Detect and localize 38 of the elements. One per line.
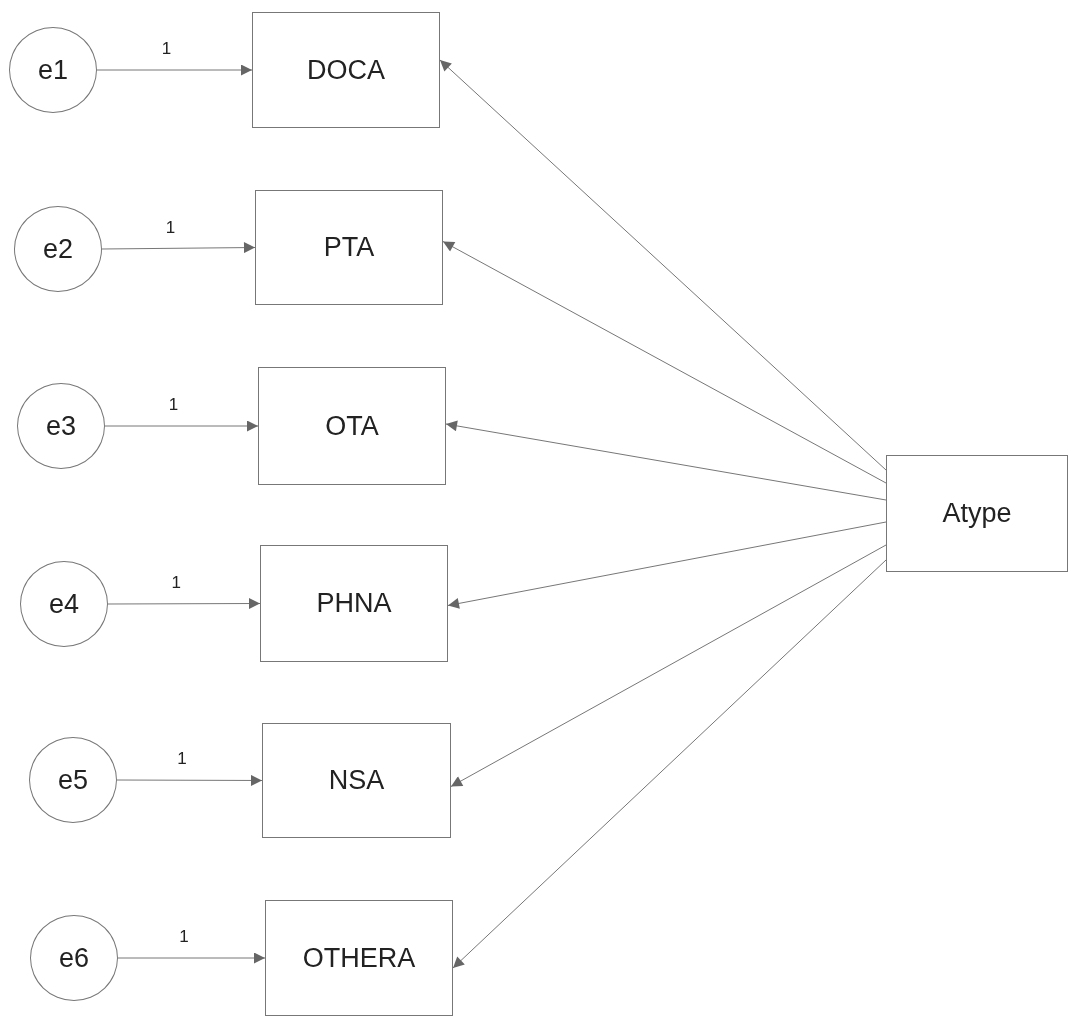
variable-name: e6 — [58, 942, 89, 974]
variable-name: e4 — [48, 588, 79, 620]
arrow — [439, 59, 887, 471]
arrow — [116, 774, 263, 786]
arrow — [101, 242, 256, 254]
variable-name: OTHERA — [302, 942, 416, 974]
edge-label: 1 — [168, 396, 179, 413]
arrow — [452, 559, 887, 969]
edge-label: 1 — [177, 750, 187, 767]
edge-label: 1 — [171, 574, 181, 591]
variable-name: NSA — [328, 765, 385, 796]
arrow — [96, 64, 253, 76]
variable-name: e5 — [57, 764, 88, 796]
arrow — [445, 420, 887, 501]
edge-label: 1 — [165, 219, 176, 236]
edge-label: 1 — [179, 928, 189, 945]
arrow — [447, 521, 887, 609]
variable-name: e1 — [37, 54, 68, 86]
variable-name: OTA — [325, 410, 379, 442]
edge-label: 1 — [161, 40, 172, 57]
arrow — [450, 544, 887, 787]
variable-box — [258, 367, 446, 485]
arrow — [104, 420, 259, 432]
variable-name: Atype — [942, 498, 1012, 529]
variable-name: e2 — [42, 233, 73, 265]
arrow — [117, 952, 266, 964]
variable-name: PTA — [323, 232, 375, 263]
variable-name: DOCA — [307, 54, 385, 86]
variable-box — [252, 12, 440, 128]
variable-box — [255, 190, 443, 305]
variable-name: e3 — [45, 410, 76, 442]
variable-box — [265, 900, 453, 1016]
variable-box — [262, 723, 451, 838]
variable-name: PHNA — [316, 588, 392, 619]
arrow — [442, 241, 887, 484]
arrow — [107, 598, 261, 610]
variable-box — [886, 455, 1068, 572]
variable-box — [260, 545, 448, 662]
